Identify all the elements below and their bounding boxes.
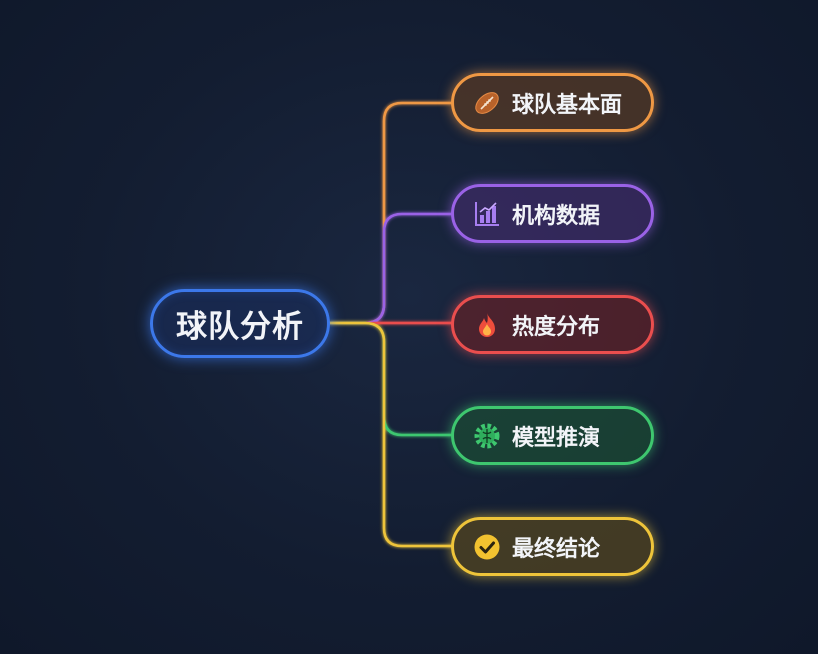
branch-node-institution-data[interactable]: 机构数据 (451, 184, 654, 243)
branch-node-team-basics[interactable]: 球队基本面 (451, 73, 654, 132)
bar-chart-icon (472, 199, 502, 229)
branch-node-model-simulation[interactable]: 模型推演 (451, 406, 654, 465)
connector-line-model (328, 321, 454, 437)
branch-label-team-basics: 球队基本面 (512, 92, 623, 118)
branch-label-heat-distribution: 热度分布 (512, 314, 601, 340)
root-node-label: 球队分析 (176, 309, 304, 345)
connector-line-conclusion (328, 321, 454, 548)
branch-label-model-simulation: 模型推演 (512, 425, 601, 451)
branch-node-final-conclusion[interactable]: 最终结论 (451, 517, 654, 576)
branch-label-institution-data: 机构数据 (512, 203, 601, 229)
brain-gear-icon (472, 421, 502, 451)
check-circle-icon (472, 532, 502, 562)
root-node[interactable]: 球队分析 (150, 289, 330, 358)
branch-label-final-conclusion: 最终结论 (512, 536, 601, 562)
fire-icon (472, 310, 502, 340)
connector-line-institution (328, 212, 454, 325)
football-icon (472, 88, 502, 118)
branch-node-heat-distribution[interactable]: 热度分布 (451, 295, 654, 354)
